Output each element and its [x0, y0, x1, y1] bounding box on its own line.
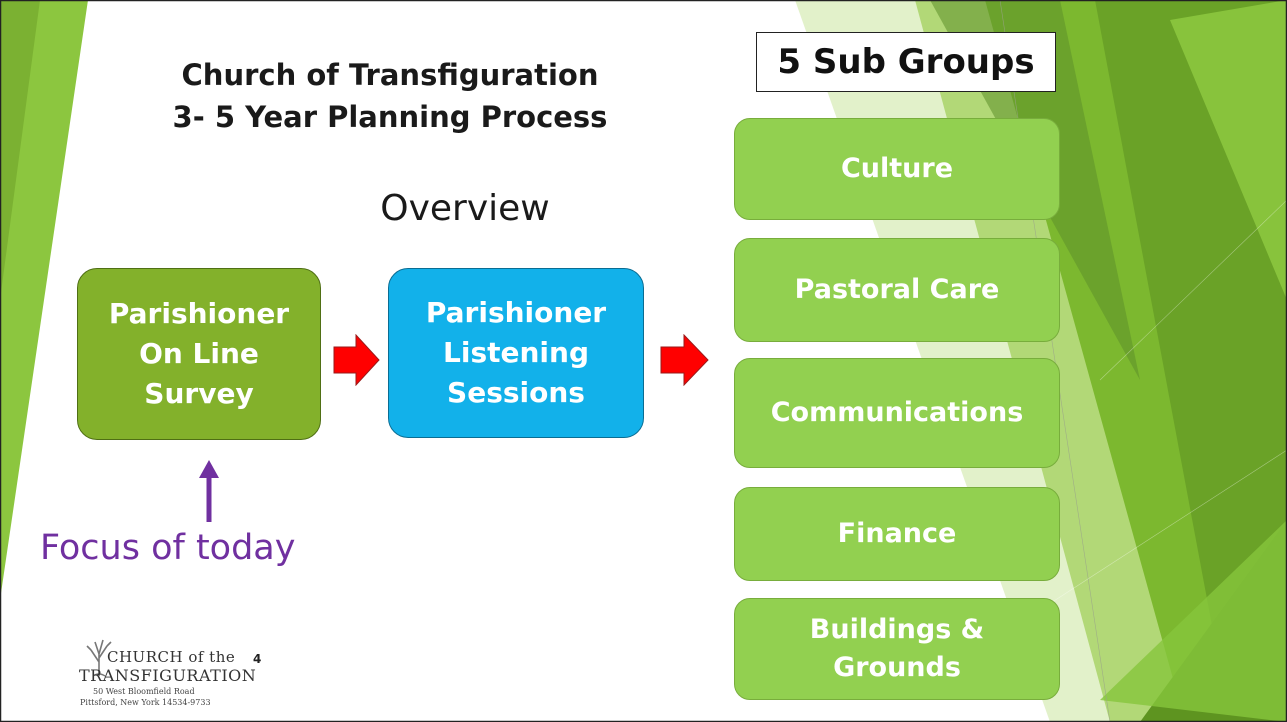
tree-logo-icon [86, 639, 112, 677]
subgroup-label-line-1: Buildings & [809, 614, 985, 645]
up-arrow-icon [199, 460, 219, 522]
logo-address-1: 50 West Bloomfield Road [93, 687, 195, 696]
overview-label: Overview [380, 188, 550, 229]
logo-name-main: TRANSFIGURATION [79, 666, 257, 685]
slide-title: Church of Transfiguration 3- 5 Year Plan… [120, 54, 660, 138]
page-number: 4 [253, 652, 262, 666]
title-line-1: Church of Transfiguration [181, 58, 599, 92]
listening-line-1: Parishioner [425, 296, 607, 329]
logo-address-2: Pittsford, New York 14534-9733 [80, 698, 211, 707]
subgroup-pastoral-care: Pastoral Care [734, 238, 1060, 342]
listening-line-2: Listening [443, 336, 589, 369]
flow-arrow-1 [333, 334, 380, 386]
survey-line-2: On Line [139, 337, 259, 370]
focus-label: Focus of today [40, 528, 296, 568]
subgroup-label: Communications [770, 397, 1024, 428]
title-line-2: 3- 5 Year Planning Process [172, 100, 608, 134]
listening-line-3: Sessions [447, 376, 585, 409]
subgroup-finance: Finance [734, 487, 1060, 581]
survey-line-3: Survey [144, 377, 254, 410]
subgroups-heading: 5 Sub Groups [756, 32, 1056, 92]
subgroup-culture: Culture [734, 118, 1060, 220]
subgroup-label: Pastoral Care [794, 274, 1000, 305]
subgroup-label: Culture [840, 153, 954, 184]
subgroup-communications: Communications [734, 358, 1060, 468]
flow-arrow-2 [660, 334, 709, 386]
listening-box: Parishioner Listening Sessions [388, 268, 644, 438]
subgroup-label-line-2: Grounds [833, 652, 961, 683]
survey-line-1: Parishioner [108, 297, 290, 330]
subgroup-label: Finance [837, 518, 957, 549]
logo-name-top: CHURCH of the [107, 648, 236, 666]
subgroup-buildings-grounds: Buildings & Grounds [734, 598, 1060, 700]
church-logo: CHURCH of the TRANSFIGURATION 50 West Bl… [55, 638, 256, 716]
survey-box: Parishioner On Line Survey [77, 268, 321, 440]
